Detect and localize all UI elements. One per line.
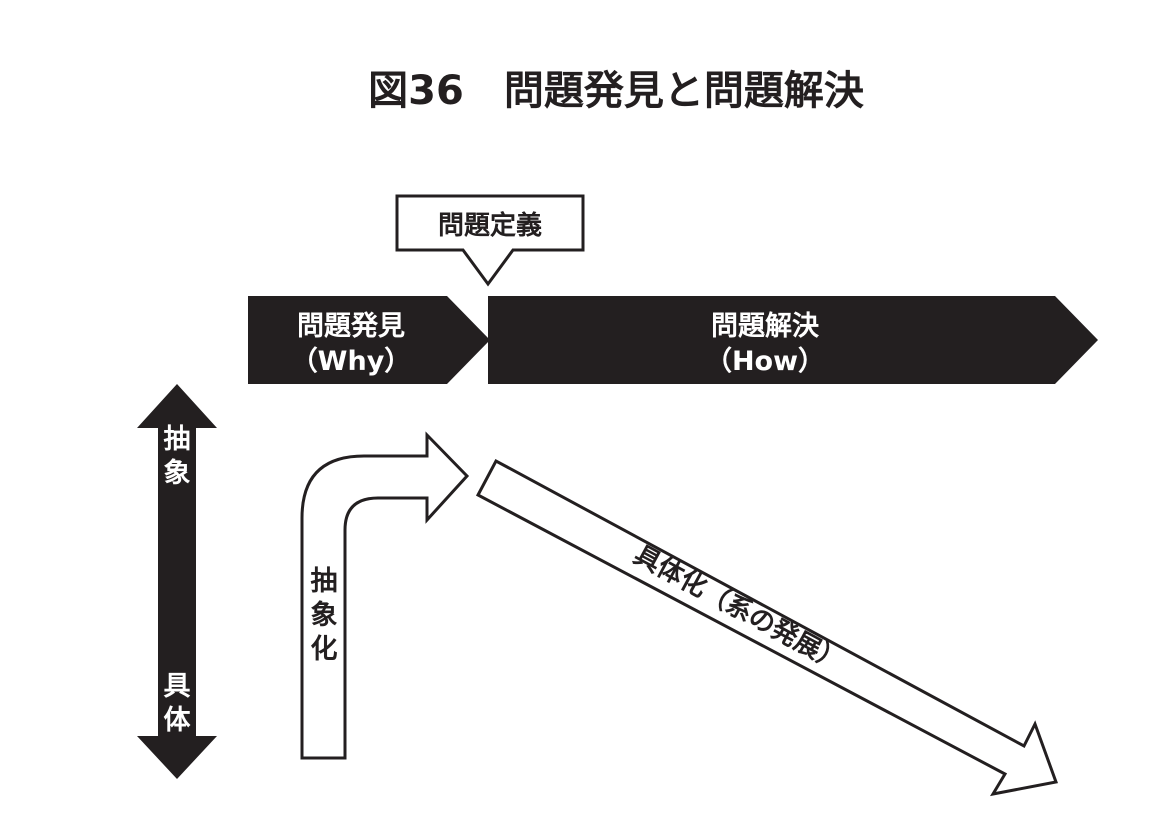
concretization-arrow-shape: [475, 458, 1059, 797]
axis-bottom-label: 具体: [164, 671, 192, 736]
problem-definition-callout: 問題定義: [395, 194, 585, 287]
abstraction-arrow: 抽象化: [300, 431, 470, 760]
problem-solving-title: 問題解決: [711, 311, 820, 342]
figure-title: 図36 問題発見と問題解決: [368, 68, 864, 114]
abstraction-scale-axis: 抽象 具体: [137, 384, 217, 779]
problem-solving-subtitle: （How）: [705, 346, 825, 377]
problem-discovery-arrow-shape: [248, 296, 490, 384]
problem-definition-label: 問題定義: [438, 210, 542, 241]
abstraction-arrow-shape: [300, 431, 470, 760]
problem-discovery-phase: 問題発見 （Why）: [248, 296, 490, 384]
problem-discovery-subtitle: （Why）: [291, 346, 412, 377]
problem-solving-arrow-shape: [488, 296, 1098, 384]
concretization-arrow: 具体化（系の発展）: [475, 458, 1059, 797]
problem-discovery-title: 問題発見: [297, 311, 405, 342]
abstraction-arrow-label: 抽象化: [311, 566, 338, 665]
problem-definition-box: [395, 194, 585, 287]
problem-solving-phase: 問題解決 （How）: [488, 296, 1098, 384]
concretization-arrow-label: 具体化（系の発展）: [629, 540, 849, 678]
axis-top-label: 抽象: [164, 424, 191, 489]
double-headed-arrow: [137, 384, 217, 779]
